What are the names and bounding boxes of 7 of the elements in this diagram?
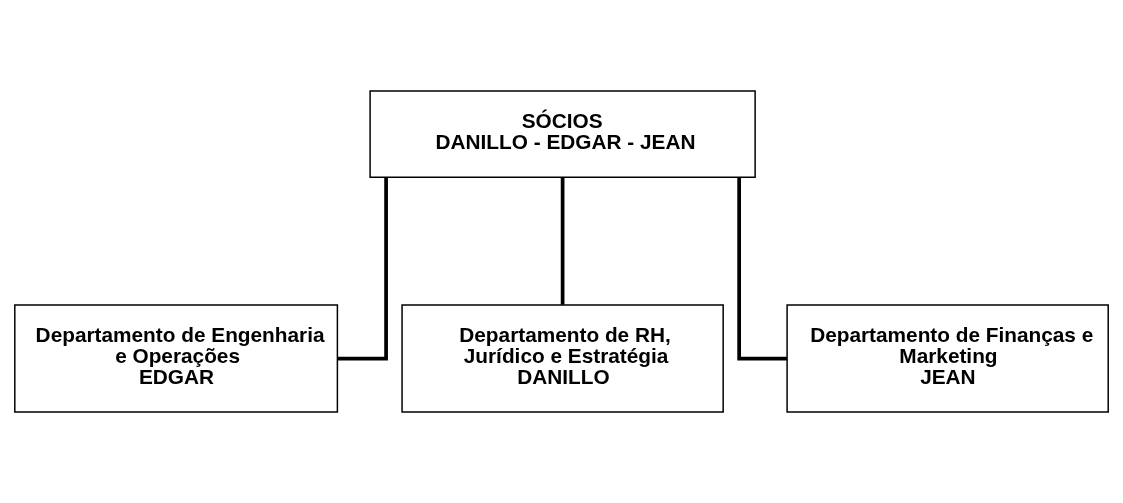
connector: [560, 177, 565, 305]
node-box: Departamento de Finanças e Marketing JEAN: [786, 304, 1109, 413]
connector: [337, 177, 388, 361]
connector: [737, 177, 787, 361]
node-box: Departamento de Engenharia e Operações EDGAR: [14, 304, 339, 413]
node-box: Departamento de RH, Jurídico e Estratégia DANILLO: [401, 304, 724, 413]
node-box: SÓCIOS DANILLO - EDGAR - JEAN: [369, 90, 756, 178]
